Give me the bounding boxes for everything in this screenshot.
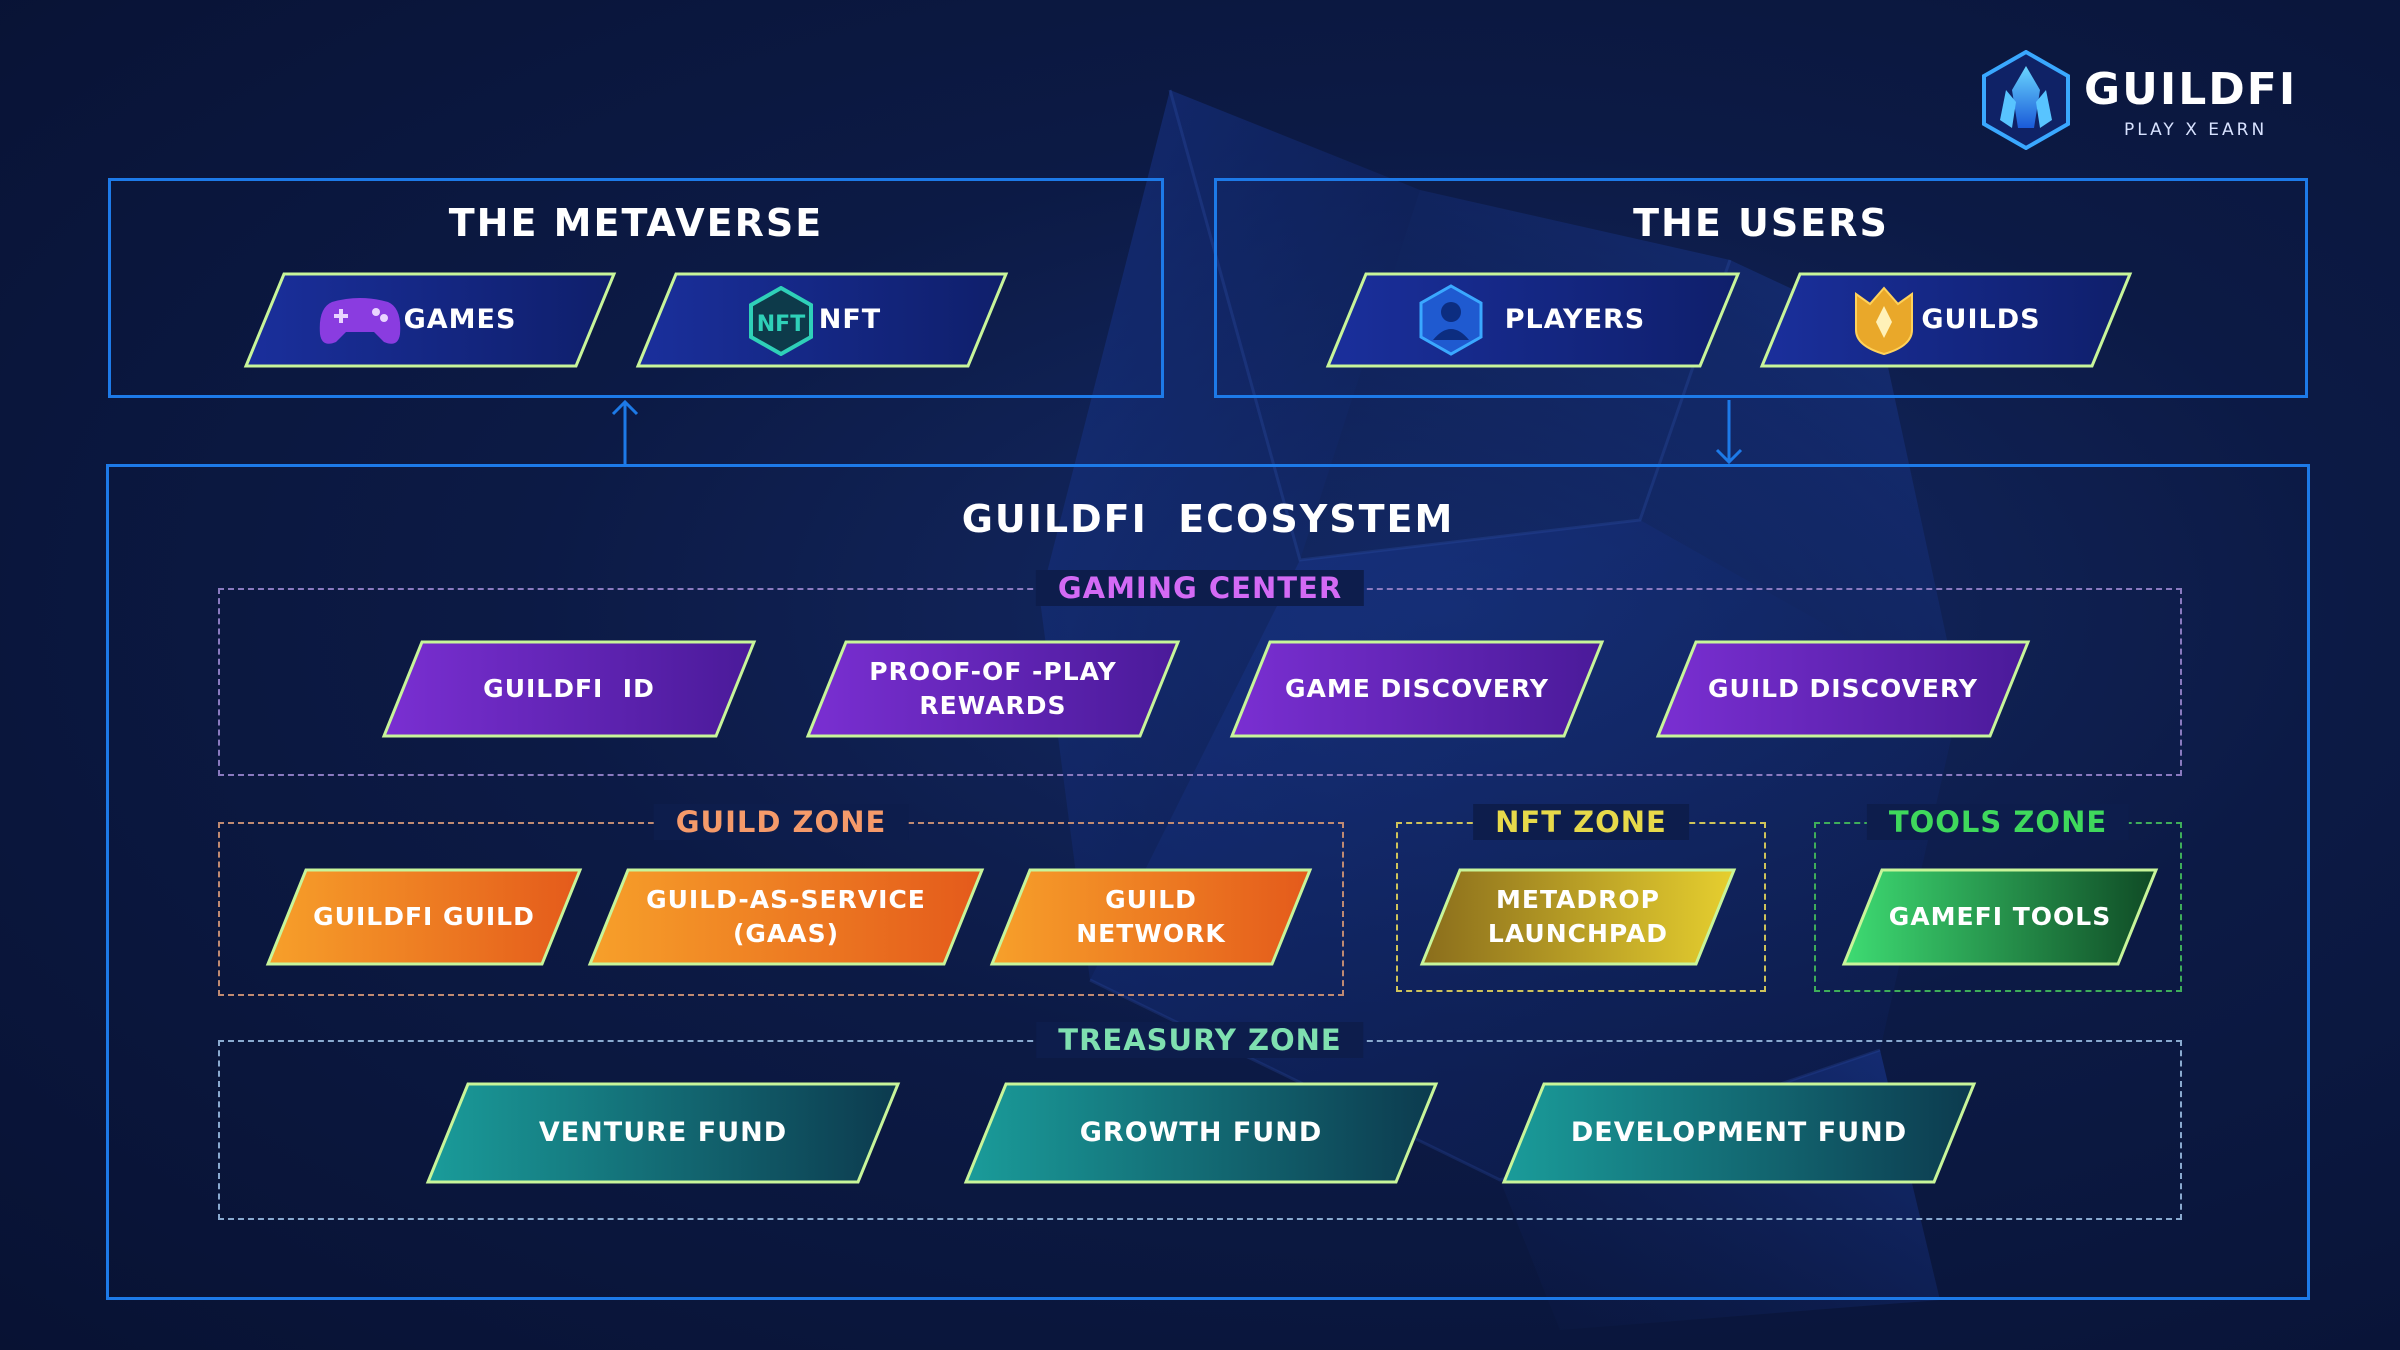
chip-development-fund-label: DEVELOPMENT FUND: [1570, 1117, 1908, 1148]
treasury-zone: TREASURY ZONE: [218, 1022, 2182, 1220]
chip-guild-network-label: GUILD NETWORK: [1076, 885, 1226, 948]
logo-subtitle: PLAY X EARN: [2124, 120, 2268, 140]
chip-proof-of-play[interactable]: PROOF-OF -PLAY REWARDS: [805, 640, 1181, 738]
chip-guildfi-guild-label: GUILDFI GUILD: [313, 902, 535, 931]
chip-game-discovery-label: GAME DISCOVERY: [1285, 674, 1549, 703]
chip-games-label: GAMES: [403, 304, 517, 335]
chip-games[interactable]: GAMES: [243, 272, 617, 368]
guild-zone-label: GUILD ZONE: [653, 804, 909, 840]
chip-players[interactable]: PLAYERS: [1325, 272, 1741, 368]
metaverse-title: THE METAVERSE: [448, 201, 824, 245]
ecosystem-title: GUILDFI ECOSYSTEM: [961, 497, 1455, 541]
chip-nft[interactable]: NFT NFT: [635, 272, 1009, 368]
nft-zone-label: NFT ZONE: [1473, 804, 1689, 840]
guildfi-crystal-icon: [1982, 50, 2070, 150]
chip-players-label: PLAYERS: [1504, 304, 1646, 335]
chip-venture-fund-label: VENTURE FUND: [538, 1117, 788, 1148]
tools-zone: TOOLS ZONE: [1814, 804, 2182, 992]
chip-gamefi-tools-label: GAMEFI TOOLS: [1888, 902, 2112, 931]
chip-metadrop-launchpad-label: METADROP LAUNCHPAD: [1487, 885, 1669, 948]
gamepad-icon: [319, 298, 401, 344]
chip-guildfi-id-label: GUILDFI ID: [483, 674, 655, 703]
chip-proof-of-play-label: PROOF-OF -PLAY REWARDS: [869, 657, 1117, 720]
chip-guilds[interactable]: GUILDS: [1759, 272, 2133, 368]
chip-guildfi-id[interactable]: GUILDFI ID: [381, 640, 757, 738]
gaming-center-zone: GAMING CENTER: [218, 570, 2182, 776]
chip-guildfi-guild[interactable]: GUILDFI GUILD: [265, 868, 583, 966]
nft-zone: NFT ZONE: [1396, 804, 1766, 992]
chip-guild-network[interactable]: GUILD NETWORK: [989, 868, 1313, 966]
chip-guilds-label: GUILDS: [1921, 304, 2041, 335]
chip-venture-fund[interactable]: VENTURE FUND: [425, 1082, 901, 1184]
chip-guild-as-service-label: GUILD-AS-SERVICE (GAAS): [646, 885, 926, 948]
nft-icon: NFT: [749, 286, 813, 356]
chip-nft-label: NFT: [818, 304, 882, 335]
gaming-center-label: GAMING CENTER: [1035, 570, 1365, 606]
guild-crown-icon: [1855, 286, 1913, 356]
player-icon: [1419, 284, 1483, 356]
chip-growth-fund-label: GROWTH FUND: [1079, 1117, 1323, 1148]
treasury-zone-label: TREASURY ZONE: [1036, 1022, 1364, 1058]
logo-title: GUILDFI: [2084, 64, 2298, 115]
arrow-down-from-users: [1715, 400, 1743, 465]
arrow-up-to-metaverse: [611, 399, 639, 464]
chip-game-discovery[interactable]: GAME DISCOVERY: [1229, 640, 1605, 738]
chip-guild-as-service[interactable]: GUILD-AS-SERVICE (GAAS): [587, 868, 985, 966]
guild-zone: GUILD ZONE: [218, 804, 1344, 996]
chip-guild-discovery[interactable]: GUILD DISCOVERY: [1655, 640, 2031, 738]
guildfi-logo: GUILDFI PLAY X EARN: [1980, 44, 2320, 154]
chip-guild-discovery-label: GUILD DISCOVERY: [1708, 674, 1978, 703]
chip-growth-fund[interactable]: GROWTH FUND: [963, 1082, 1439, 1184]
users-title: THE USERS: [1633, 201, 1889, 245]
ecosystem-panel: GUILDFI ECOSYSTEM: [106, 464, 2310, 1300]
users-panel: THE USERS: [1214, 178, 2308, 398]
chip-metadrop-launchpad[interactable]: METADROP LAUNCHPAD: [1419, 868, 1737, 966]
chip-gamefi-tools[interactable]: GAMEFI TOOLS: [1841, 868, 2159, 966]
chip-development-fund[interactable]: DEVELOPMENT FUND: [1501, 1082, 1977, 1184]
svg-text:NFT: NFT: [757, 312, 805, 337]
tools-zone-label: TOOLS ZONE: [1866, 804, 2130, 840]
metaverse-panel: THE METAVERSE: [108, 178, 1164, 398]
